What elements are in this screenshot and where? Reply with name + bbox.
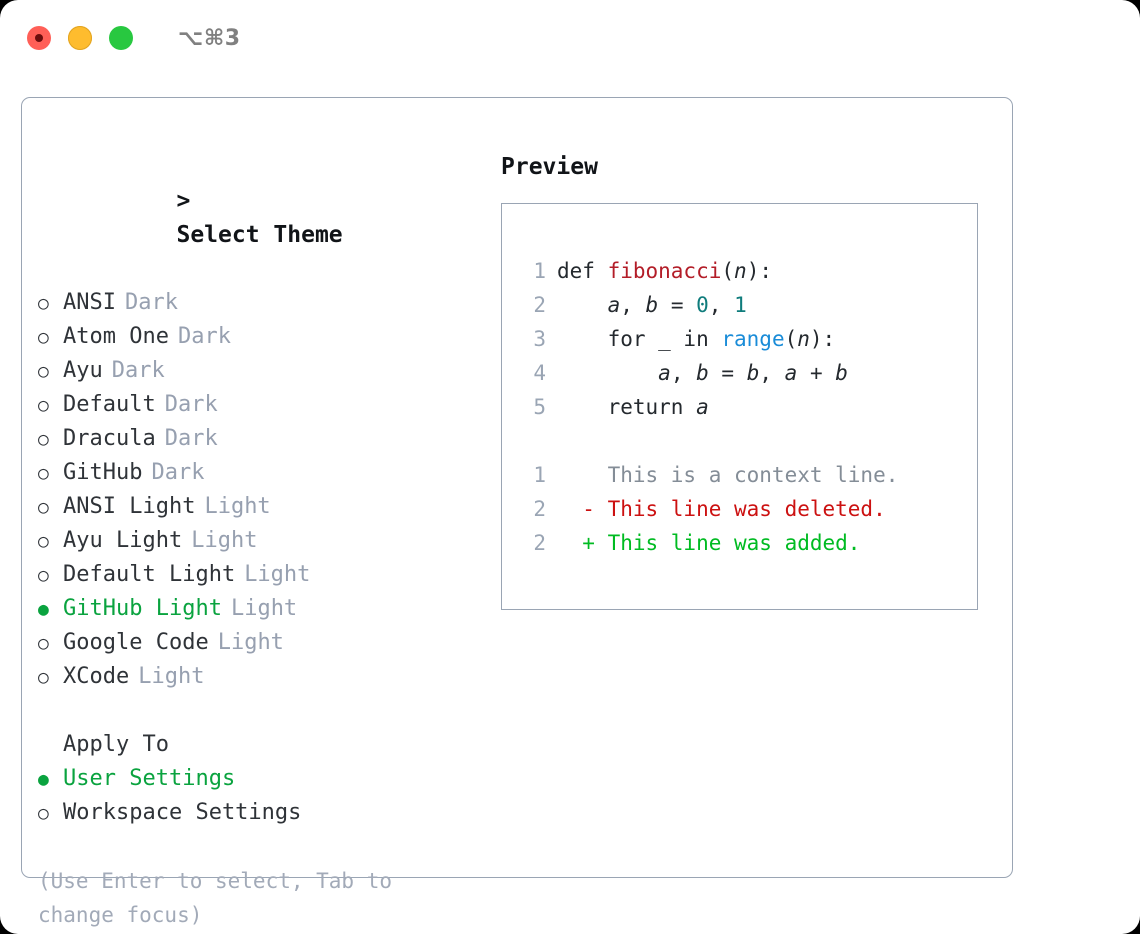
theme-option-label: Dracula	[63, 426, 156, 451]
theme-option-ansi-light[interactable]: ○ ANSI Light Light	[38, 490, 478, 524]
radio-selected-icon: ●	[38, 769, 49, 790]
theme-variant-tag: Light	[230, 596, 298, 621]
theme-option-label: Google Code	[63, 630, 209, 655]
code-line-number: 4	[533, 361, 546, 385]
radio-unselected-icon: ○	[38, 361, 49, 382]
preview-heading: Preview	[501, 154, 598, 180]
theme-option-default[interactable]: ○ Default Dark	[38, 388, 478, 422]
code-line-text: for _ in range(n):	[557, 327, 836, 351]
maximize-button-icon[interactable]	[109, 26, 133, 50]
code-line-number: 1	[533, 259, 546, 283]
radio-unselected-icon: ○	[38, 463, 49, 484]
diff-line-added: 2 + This line was added.	[520, 526, 977, 560]
code-line: 1 def fibonacci(n):	[520, 254, 977, 288]
theme-variant-tag: Dark	[164, 392, 218, 417]
radio-unselected-icon: ○	[38, 395, 49, 416]
focus-caret-icon: >	[176, 188, 191, 214]
diff-line-context: 1 This is a context line.	[520, 458, 977, 492]
code-line: 3 for _ in range(n):	[520, 322, 977, 356]
theme-variant-tag: Light	[204, 494, 271, 519]
theme-variant-tag: Light	[138, 664, 205, 689]
select-theme-label: Select Theme	[176, 222, 343, 248]
radio-unselected-icon: ○	[38, 531, 49, 552]
theme-option-atom-one[interactable]: ○ Atom One Dark	[38, 320, 478, 354]
theme-option-label: GitHub	[63, 460, 143, 485]
radio-unselected-icon: ○	[38, 429, 49, 450]
code-line: 2 a, b = 0, 1	[520, 288, 977, 322]
theme-variant-tag: Light	[191, 528, 258, 553]
theme-variant-tag: Dark	[124, 290, 178, 315]
apply-to-option-user-settings[interactable]: ● User Settings	[38, 762, 478, 796]
theme-option-default-light[interactable]: ○ Default Light Light	[38, 558, 478, 592]
theme-option-label: XCode	[63, 664, 130, 689]
keyboard-hint-text: (Use Enter to select, Tab to change focu…	[38, 869, 405, 927]
code-line-number: 5	[533, 395, 546, 419]
diff-sample: 1 This is a context line.2 - This line w…	[520, 458, 977, 560]
minimize-button-icon[interactable]	[68, 26, 92, 50]
theme-option-github[interactable]: ○ GitHub Dark	[38, 456, 478, 490]
apply-to-option-workspace-settings[interactable]: ○ Workspace Settings	[38, 796, 478, 830]
keyboard-shortcut-label: ⌥⌘3	[178, 25, 241, 51]
theme-variant-tag: Light	[217, 630, 284, 655]
code-line-text: def fibonacci(n):	[557, 259, 772, 283]
apply-to-heading: Apply To	[63, 732, 169, 757]
diff-line-text: - This line was deleted.	[557, 497, 886, 521]
diff-line-number: 2	[533, 531, 546, 555]
code-spacer	[520, 424, 977, 458]
theme-variant-tag: Dark	[151, 460, 205, 485]
code-line-number: 2	[533, 293, 546, 317]
theme-variant-tag: Dark	[164, 426, 218, 451]
code-line: 4 a, b = b, a + b	[520, 356, 977, 390]
theme-option-label: Default Light	[63, 562, 236, 587]
theme-option-label: Default	[63, 392, 156, 417]
theme-option-label: ANSI	[63, 290, 116, 315]
radio-unselected-icon: ○	[38, 667, 49, 688]
theme-option-ayu-light[interactable]: ○ Ayu Light Light	[38, 524, 478, 558]
theme-option-label: Ayu	[63, 358, 103, 383]
theme-variant-tag: Light	[244, 562, 311, 587]
radio-unselected-icon: ○	[38, 497, 49, 518]
theme-option-dracula[interactable]: ○ Dracula Dark	[38, 422, 478, 456]
theme-variant-tag: Dark	[111, 358, 165, 383]
diff-line-number: 1	[533, 463, 546, 487]
code-line-number: 3	[533, 327, 546, 351]
diff-line-text: This is a context line.	[557, 463, 899, 487]
diff-line-deleted: 2 - This line was deleted.	[520, 492, 977, 526]
radio-unselected-icon: ○	[38, 565, 49, 586]
theme-option-google-code[interactable]: ○ Google Code Light	[38, 626, 478, 660]
code-line-text: a, b = 0, 1	[607, 293, 747, 317]
close-button-icon[interactable]	[27, 26, 51, 50]
code-line-text: a, b = b, a + b	[658, 361, 848, 385]
diff-line-number: 2	[533, 497, 546, 521]
radio-unselected-icon: ○	[38, 327, 49, 348]
code-line: 5 return a	[520, 390, 977, 424]
select-theme-heading: > Select Theme	[38, 150, 478, 286]
apply-to-option-label: User Settings	[63, 766, 236, 791]
radio-unselected-icon: ○	[38, 803, 49, 824]
title-bar: ⌥⌘3	[0, 0, 1140, 76]
diff-line-text: + This line was added.	[557, 531, 861, 555]
theme-option-label: Atom One	[63, 324, 169, 349]
apply-to-option-list: ● User Settings ○ Workspace Settings	[38, 762, 478, 830]
theme-option-github-light[interactable]: ● GitHub Light Light	[38, 592, 478, 626]
traffic-light-group	[27, 26, 133, 50]
code-line-text: return a	[557, 395, 709, 419]
radio-selected-icon: ●	[38, 599, 49, 620]
theme-option-ansi[interactable]: ○ ANSI Dark	[38, 286, 478, 320]
theme-option-label: GitHub Light	[63, 596, 222, 621]
theme-option-ayu[interactable]: ○ Ayu Dark	[38, 354, 478, 388]
radio-unselected-icon: ○	[38, 633, 49, 654]
theme-option-label: Ayu Light	[63, 528, 183, 553]
radio-unselected-icon: ○	[38, 293, 49, 314]
theme-variant-tag: Dark	[177, 324, 231, 349]
apply-to-option-label: Workspace Settings	[63, 800, 302, 825]
theme-option-label: ANSI Light	[63, 494, 196, 519]
theme-option-xcode[interactable]: ○ XCode Light	[38, 660, 478, 694]
